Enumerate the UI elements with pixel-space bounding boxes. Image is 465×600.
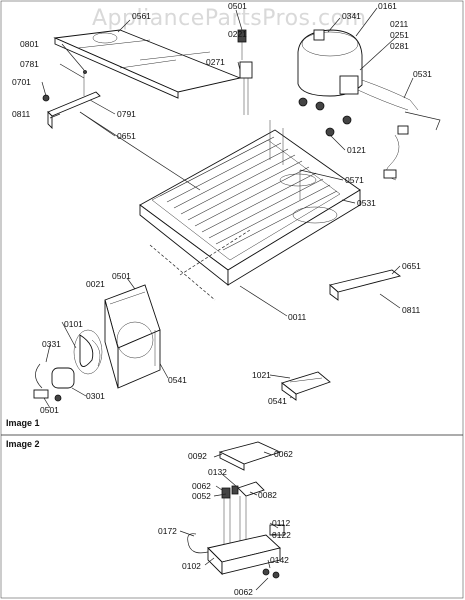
callout-0341: 0341 [342,11,361,21]
callout-0142: 0142 [270,555,289,565]
callout-0781: 0781 [20,59,39,69]
callout-0811: 0811 [12,109,31,119]
callout-0121: 0121 [347,145,366,155]
callout-0221: 0221 [228,29,247,39]
callout-0251: 0251 [390,30,409,40]
watermark: AppliancePartsPros.com [92,6,367,31]
bracket-0651-right [329,269,402,301]
callout-0541: 0541 [168,375,187,385]
base-pan-0011 [139,120,361,286]
callout-0501-shroud: 0501 [112,271,131,281]
callout-0811-right: 0811 [402,305,421,315]
callout-0101: 0101 [64,319,83,329]
callout-0331: 0331 [42,339,61,349]
callout-0062: 0062 [274,449,293,459]
drain-tray-1021 [281,371,331,401]
callout-0052: 0052 [192,491,211,501]
control-assembly-image2 [187,441,285,579]
callout-0501-motor: 0501 [40,405,59,415]
callout-0501: 0501 [228,1,247,11]
callout-0531: 0531 [413,69,432,79]
callout-0112: 0112 [272,518,291,528]
callout-0651-right: 0651 [402,261,421,271]
callout-0092: 0092 [188,451,207,461]
callout-0082: 0082 [258,490,277,500]
callout-0791: 0791 [117,109,136,119]
callout-0571: 0571 [345,175,364,185]
callout-0801: 0801 [20,39,39,49]
callout-1021: 1021 [252,370,271,380]
callout-0701: 0701 [12,77,31,87]
callout-0561: 0561 [132,11,151,21]
leader-lines-image1 [41,7,414,409]
fan-shroud-0541 [104,284,161,389]
callout-0281: 0281 [390,41,409,51]
section-label-image2: Image 2 [6,439,40,449]
callout-0211: 0211 [390,19,409,29]
callout-0102: 0102 [182,561,201,571]
fan-motor-0101 [33,329,103,402]
callout-0541-tray: 0541 [268,396,287,406]
callout-0161: 0161 [378,1,397,11]
callout-0122: 0122 [272,530,291,540]
relay-0271 [237,29,253,115]
callout-0132: 0132 [208,467,227,477]
compressor-0341 [297,29,441,181]
callout-0062-bottom: 0062 [234,587,253,597]
callout-0271: 0271 [206,57,225,67]
leader-lines-image2 [179,451,279,591]
section-label-image1: Image 1 [6,418,40,428]
callout-0651: 0651 [117,131,136,141]
callout-0011: 0011 [288,312,307,322]
bracket-0791 [42,70,101,130]
callout-0062-clip: 0062 [192,481,211,491]
callout-0531-pan: 0531 [357,198,376,208]
callout-0172: 0172 [158,526,177,536]
callout-0301: 0301 [86,391,105,401]
callout-0021: 0021 [86,279,105,289]
